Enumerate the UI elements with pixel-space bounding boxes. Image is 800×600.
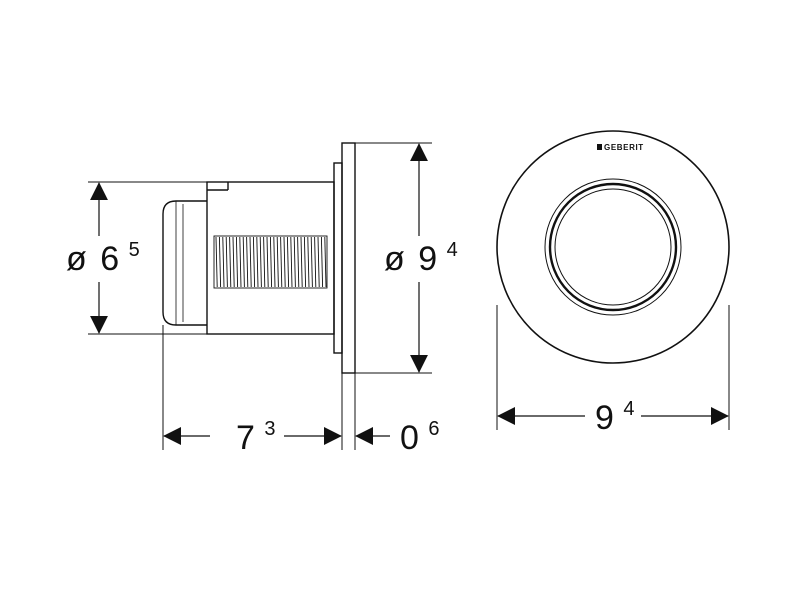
- thread-ridge: [307, 236, 310, 288]
- thread-ridge: [276, 236, 279, 288]
- extension-lines: [88, 142, 730, 450]
- front-button-outer: [548, 182, 678, 312]
- thread-ridge: [297, 236, 300, 288]
- spacer-ring: [333, 162, 343, 354]
- thread-ridge: [232, 236, 235, 288]
- dim-label-flange-height: ø 9 4: [384, 239, 458, 278]
- thread-ridge: [215, 236, 218, 288]
- thread-ridge: [320, 236, 324, 288]
- side-view: [162, 142, 356, 374]
- thread-ridge: [239, 236, 242, 288]
- front-outer-ring: [496, 130, 730, 364]
- thread-ridge: [249, 236, 252, 288]
- thread-ridge: [303, 236, 307, 288]
- logo-mark: [597, 144, 602, 150]
- geberit-logo: GEBERIT: [597, 143, 644, 152]
- flange-plate: [341, 142, 356, 374]
- thread-ridge: [283, 236, 286, 288]
- front-button-inner: [554, 188, 672, 306]
- thread-ridge: [263, 236, 266, 288]
- dim-label-side-height: ø 6 5: [66, 239, 140, 278]
- thread-ridge: [235, 236, 239, 288]
- thread-ridge: [317, 236, 320, 288]
- thread-ridge: [246, 236, 249, 288]
- thread-ridge: [273, 236, 276, 288]
- thread-ridge: [266, 236, 269, 288]
- thread-ridge: [286, 236, 290, 288]
- logo-text: GEBERIT: [604, 143, 644, 152]
- thread-ridge: [290, 236, 293, 288]
- thread-ridge: [256, 236, 259, 288]
- thread-outline: [213, 235, 328, 289]
- thread-ridge: [222, 236, 225, 288]
- dim-label-flange-thickness: 0 6: [400, 418, 440, 457]
- thread-ridge: [225, 236, 228, 288]
- thread-ridge: [218, 236, 222, 288]
- thread-lines: [215, 236, 327, 288]
- thread-ridge: [229, 236, 232, 288]
- thread-ridge: [269, 236, 273, 288]
- front-middle-ring: [544, 178, 682, 316]
- dim-label-front-diameter: 9 4: [595, 398, 635, 437]
- thread-ridge: [242, 236, 245, 288]
- thread-ridge: [300, 236, 303, 288]
- thread-ridge: [259, 236, 262, 288]
- thread-ridge: [280, 236, 283, 288]
- dim-label-body-length: 7 3: [236, 418, 276, 457]
- thread-ridge: [252, 236, 256, 288]
- button-cap: [162, 200, 207, 326]
- thread-ridge: [310, 236, 313, 288]
- front-view: [496, 130, 730, 364]
- thread-ridge: [324, 236, 327, 288]
- thread-ridge: [314, 236, 317, 288]
- thread-ridge: [293, 236, 296, 288]
